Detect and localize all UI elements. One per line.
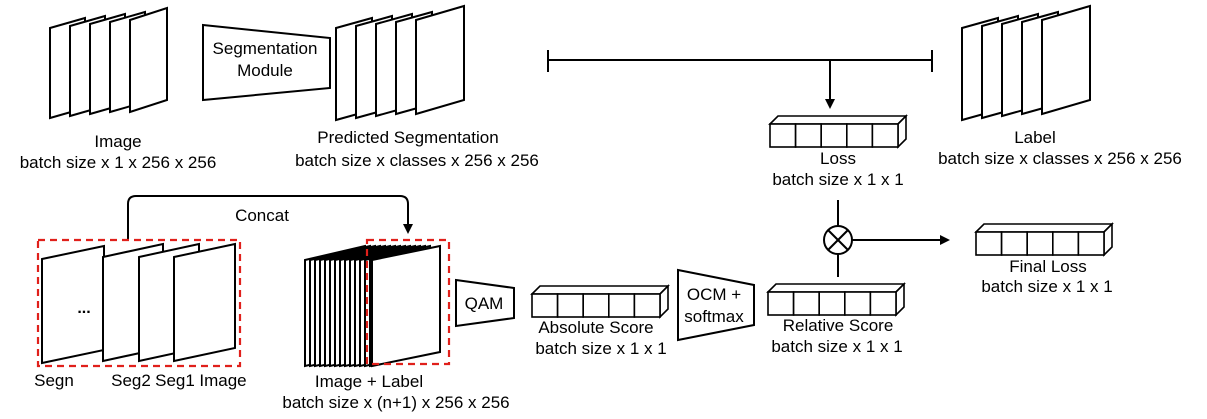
loss-dims-caption: batch size x 1 x 1 [772, 170, 903, 189]
concat-caption: Concat [235, 206, 289, 225]
final-loss-caption: Final Loss [1009, 257, 1086, 276]
stack-label-seg1: Seg1 [155, 371, 195, 390]
label-stack [961, 4, 1091, 122]
stack-label-segn: Segn [34, 371, 74, 390]
relative-score-vector [766, 282, 906, 317]
ocm-label-1: OCM + [687, 285, 741, 304]
image-dims-caption: batch size x 1 x 256 x 256 [20, 153, 217, 172]
predicted-segmentation-stack [335, 4, 465, 122]
segmentation-set-frame [36, 238, 242, 368]
loss-vector [768, 114, 908, 149]
relative-score-caption: Relative Score [783, 316, 894, 335]
predicted-dims-caption: batch size x classes x 256 x 256 [295, 151, 539, 170]
image-stack [49, 6, 168, 120]
absolute-score-vector [530, 284, 670, 319]
segmentation-module-label-2: Module [237, 61, 293, 80]
qam-block [455, 278, 515, 328]
relative-score-dims-caption: batch size x 1 x 1 [771, 337, 902, 356]
comparison-bracket [547, 50, 933, 109]
predicted-caption: Predicted Segmentation [317, 128, 498, 147]
final-loss-dims-caption: batch size x 1 x 1 [981, 277, 1112, 296]
segmentation-set-stack [41, 242, 236, 365]
absolute-score-caption: Absolute Score [538, 318, 653, 337]
image-label-frame [365, 238, 451, 366]
image-label-stack [304, 244, 441, 368]
ocm-softmax-block [677, 268, 755, 342]
label-caption: Label [1014, 128, 1056, 147]
ocm-label-2: softmax [684, 307, 744, 326]
ellipsis-text: ... [77, 300, 90, 317]
label-dims-caption: batch size x classes x 256 x 256 [938, 149, 1182, 168]
stack-label-image: Image [199, 371, 246, 390]
image-label-dims-caption: batch size x (n+1) x 256 x 256 [282, 393, 509, 412]
absolute-score-dims-caption: batch size x 1 x 1 [535, 339, 666, 358]
image-caption: Image [94, 132, 141, 151]
loss-caption: Loss [820, 149, 856, 168]
final-loss-vector [974, 222, 1114, 257]
segmentation-module-label-1: Segmentation [213, 39, 318, 58]
stack-label-seg2: Seg2 [111, 371, 151, 390]
image-label-caption: Image + Label [315, 372, 423, 391]
qam-label: QAM [465, 294, 504, 313]
concat-arrow [127, 195, 413, 240]
segmentation-module-block [202, 23, 331, 102]
multiply-icon [823, 225, 853, 255]
